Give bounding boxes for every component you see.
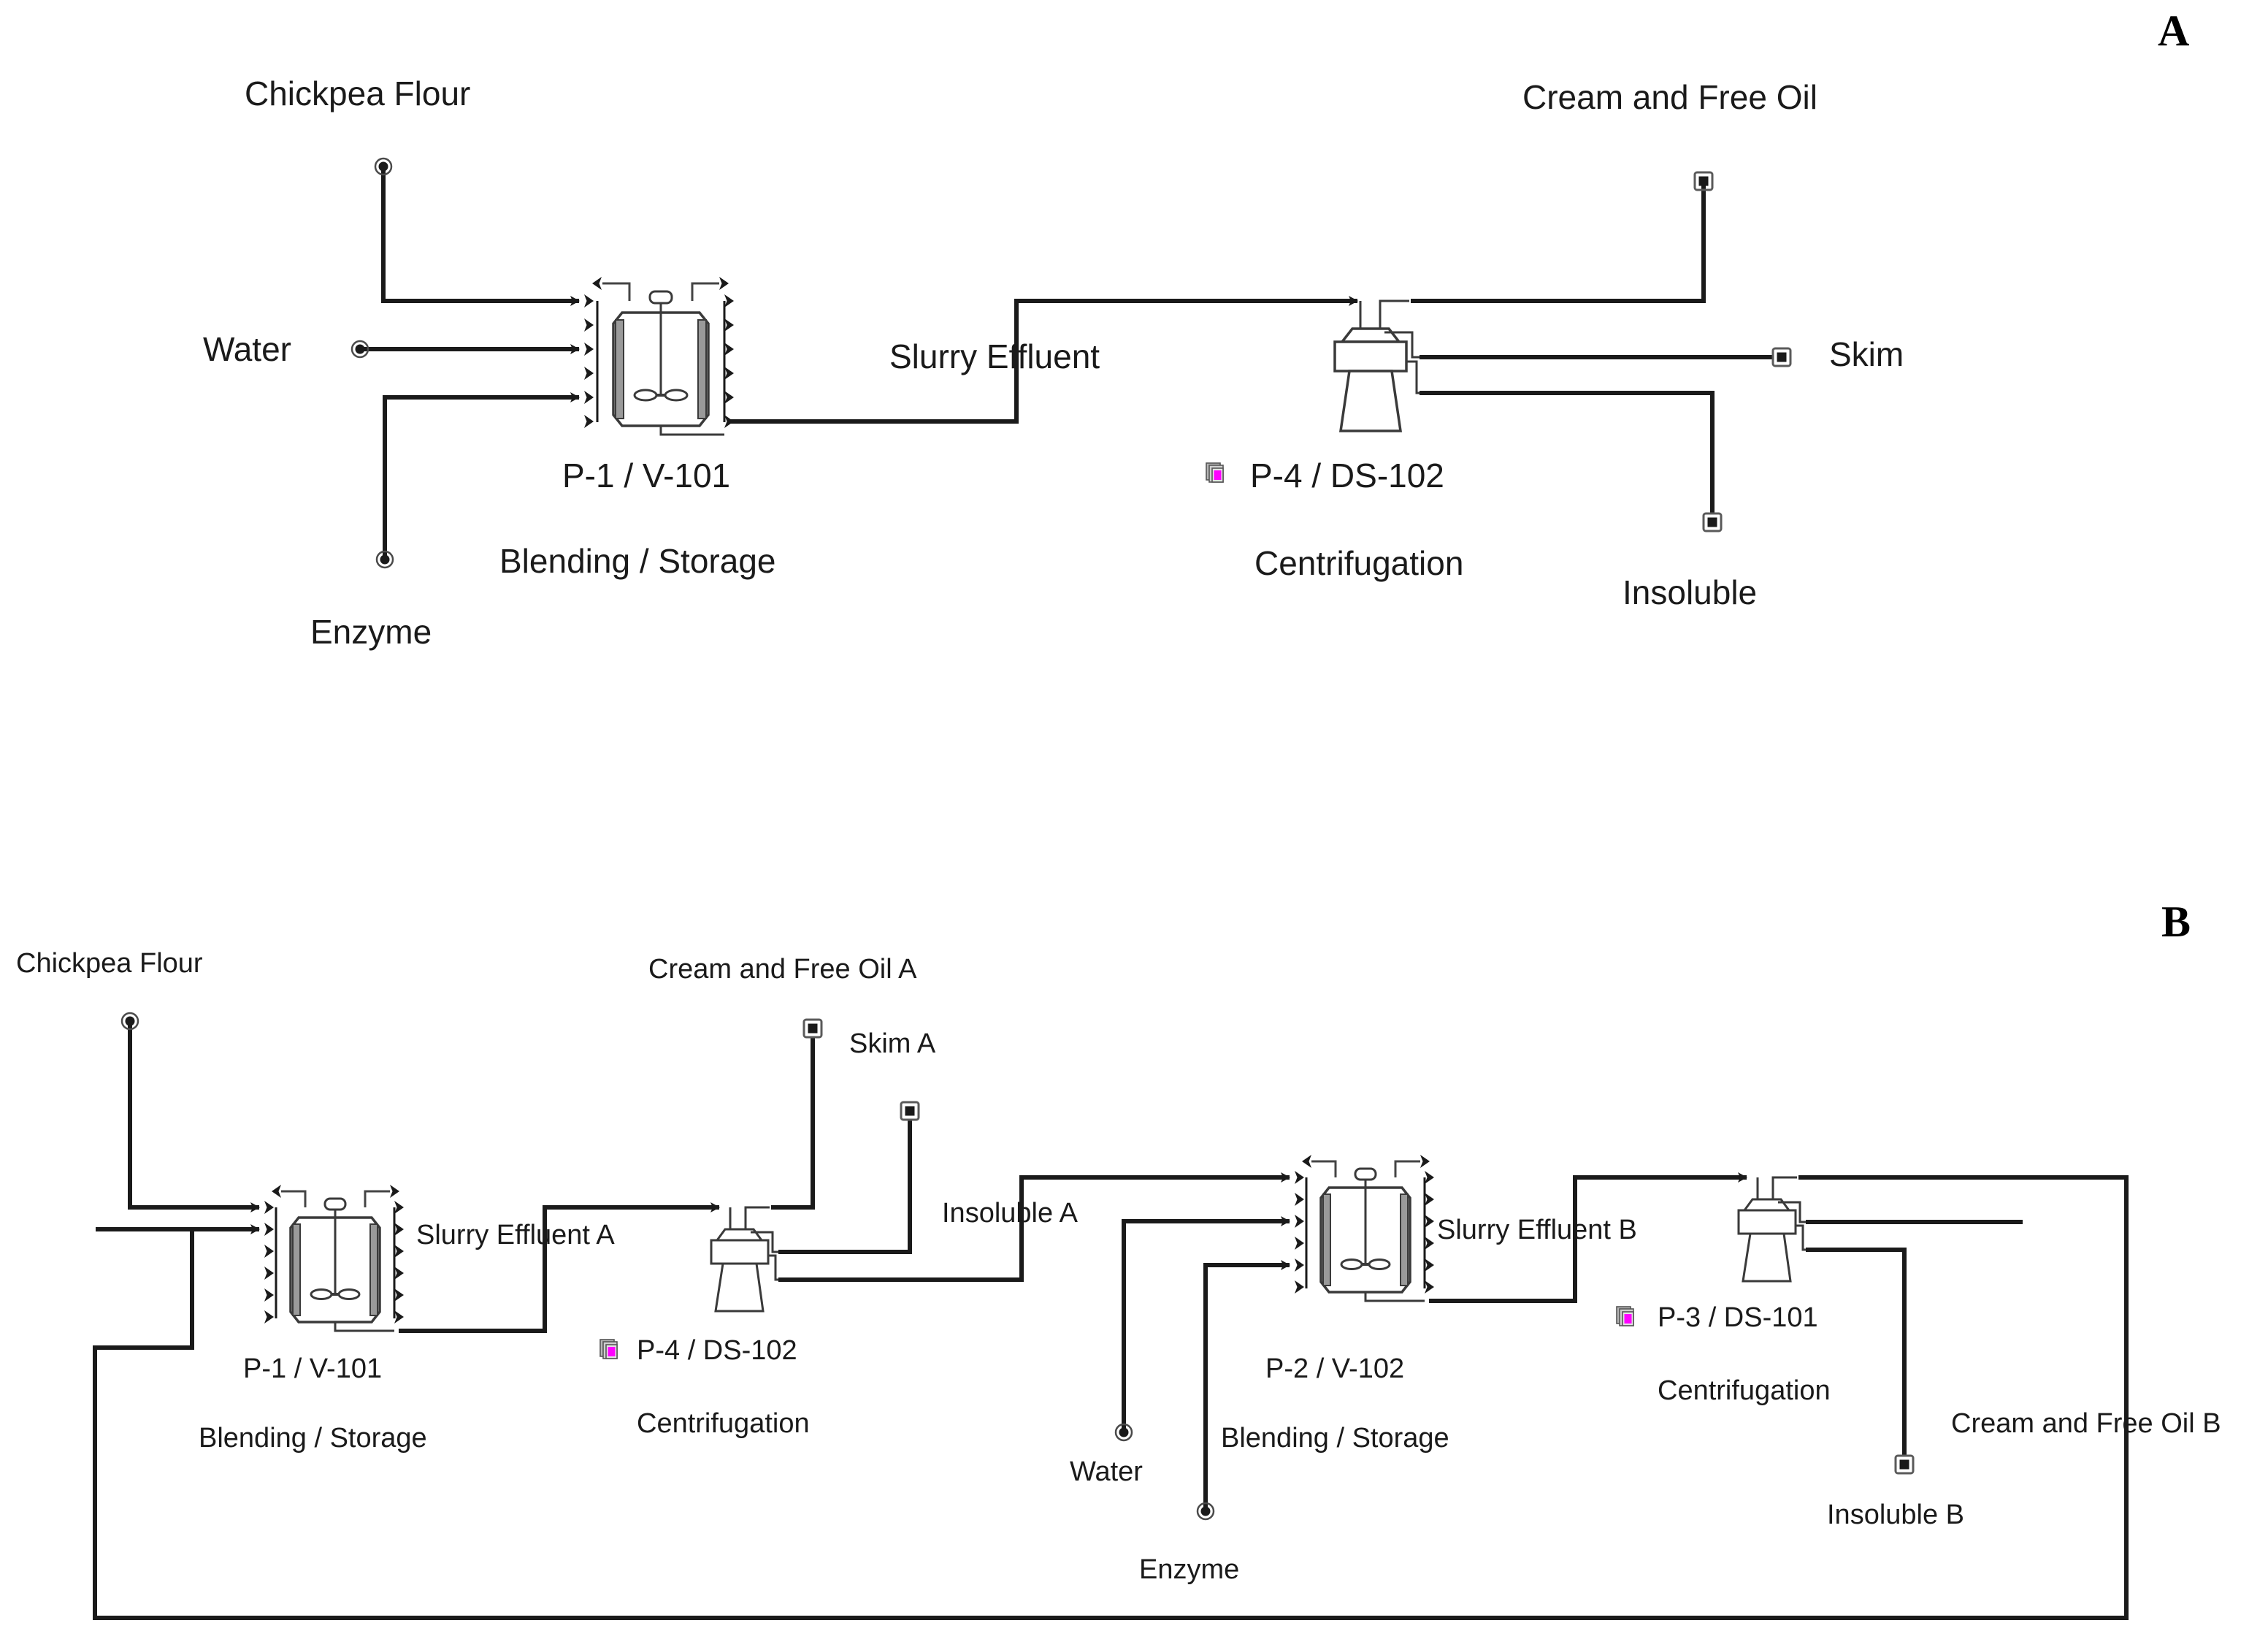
label-stream-chickpea-flour-b: Chickpea Flour (16, 948, 203, 979)
stream-insoluble-sink-port[interactable] (1702, 512, 1723, 532)
stream-b-insoluble-b-sink-port[interactable] (1894, 1454, 1915, 1475)
label-stream-cream-free-oil-b-b: Cream and Free Oil B (1951, 1408, 2221, 1439)
stream-b-enzyme-line (1203, 1260, 1290, 1511)
centrifuge-bowl-icon (1333, 340, 1408, 373)
stream-b-slurry-effluent-b-line (1429, 1172, 1747, 1303)
label-stream-skim-a-b: Skim A (849, 1028, 936, 1059)
unit-p1-v101-stirred-tank[interactable] (584, 277, 734, 436)
stream-b-slurry-effluent-a-line (399, 1202, 720, 1333)
stream-b-skim-a-line (778, 1120, 912, 1254)
unit-b-p3-ds101-centrifuge[interactable] (1737, 1176, 1809, 1283)
label-unit-p1-v101-a: P-1 / V-101 (562, 457, 731, 494)
label-unit-p4-ds102-op-b: Centrifugation (637, 1408, 810, 1439)
stream-b-cream-free-oil-a-line (771, 1037, 815, 1210)
stream-insoluble-line (1420, 391, 1715, 513)
label-stream-skim-a: Skim (1829, 335, 1904, 373)
label-unit-p2-v102-b: P-2 / V-102 (1265, 1353, 1405, 1384)
label-stream-slurry-effluent-a-b: Slurry Effluent A (416, 1220, 615, 1250)
label-unit-p1-v101-op-a: Blending / Storage (499, 542, 776, 580)
stream-b-insoluble-a-line (778, 1172, 1290, 1282)
label-stream-slurry-effluent-a: Slurry Effluent (889, 337, 1100, 375)
label-unit-p4-ds102-a: P-4 / DS-102 (1250, 457, 1444, 494)
label-stream-enzyme-b: Enzyme (1139, 1554, 1240, 1585)
label-unit-p4-ds102-op-a: Centrifugation (1254, 544, 1464, 582)
stream-enzyme-line (383, 392, 580, 559)
copy-pages-icon[interactable] (599, 1338, 624, 1363)
copy-pages-icon[interactable] (1205, 462, 1230, 486)
stream-b-water-line (1122, 1216, 1290, 1432)
panel-b-letter: B (2161, 898, 2191, 946)
stream-chickpea-flour-line (381, 167, 580, 306)
label-unit-p3-ds101-op-b: Centrifugation (1658, 1375, 1831, 1406)
copy-pages-icon[interactable] (1615, 1305, 1640, 1330)
label-stream-cream-free-oil-a-b: Cream and Free Oil A (648, 954, 917, 985)
stream-slurry-effluent-line (729, 296, 1358, 424)
stream-b-skim-a-sink-port[interactable] (900, 1101, 920, 1121)
stream-b-cream-free-oil-b-top-line (1798, 1175, 2129, 1388)
stream-skim-sink-port[interactable] (1771, 347, 1792, 367)
panel-b (93, 1012, 2129, 1620)
label-stream-water-a: Water (203, 330, 291, 368)
label-stream-insoluble-a-b: Insoluble A (942, 1198, 1078, 1229)
label-stream-insoluble-b-b: Insoluble B (1827, 1500, 1965, 1530)
unit-b-p4-ds102-centrifuge[interactable] (710, 1206, 781, 1313)
stream-b-chickpea-flour-line (128, 1021, 260, 1212)
unit-b-p2-v102-stirred-tank[interactable] (1295, 1155, 1434, 1302)
label-unit-p4-ds102-b: P-4 / DS-102 (637, 1335, 797, 1366)
unit-p4-ds102-centrifuge[interactable] (1333, 299, 1422, 432)
panel-a-letter: A (2158, 7, 2190, 55)
label-stream-enzyme-a: Enzyme (310, 613, 432, 651)
stream-cream-free-oil-line (1411, 181, 1706, 303)
stream-b-cream-free-oil-a-sink-port[interactable] (802, 1018, 823, 1039)
label-unit-p3-ds101-b: P-3 / DS-101 (1658, 1302, 1818, 1333)
label-stream-water-b: Water (1070, 1456, 1143, 1487)
unit-b-p1-v101-stirred-tank[interactable] (264, 1185, 404, 1332)
label-stream-cream-free-oil-a: Cream and Free Oil (1522, 78, 1817, 116)
label-unit-p2-v102-op-b: Blending / Storage (1221, 1423, 1449, 1454)
panel-a (350, 157, 1792, 569)
label-stream-slurry-effluent-b-b: Slurry Effluent B (1437, 1215, 1637, 1245)
label-unit-p1-v101-op-b: Blending / Storage (199, 1423, 427, 1454)
label-unit-p1-v101-b: P-1 / V-101 (243, 1353, 383, 1384)
label-stream-chickpea-flour-a: Chickpea Flour (245, 75, 471, 112)
label-stream-insoluble-a: Insoluble (1623, 573, 1758, 611)
stream-b-insoluble-b-line (1806, 1248, 1907, 1456)
